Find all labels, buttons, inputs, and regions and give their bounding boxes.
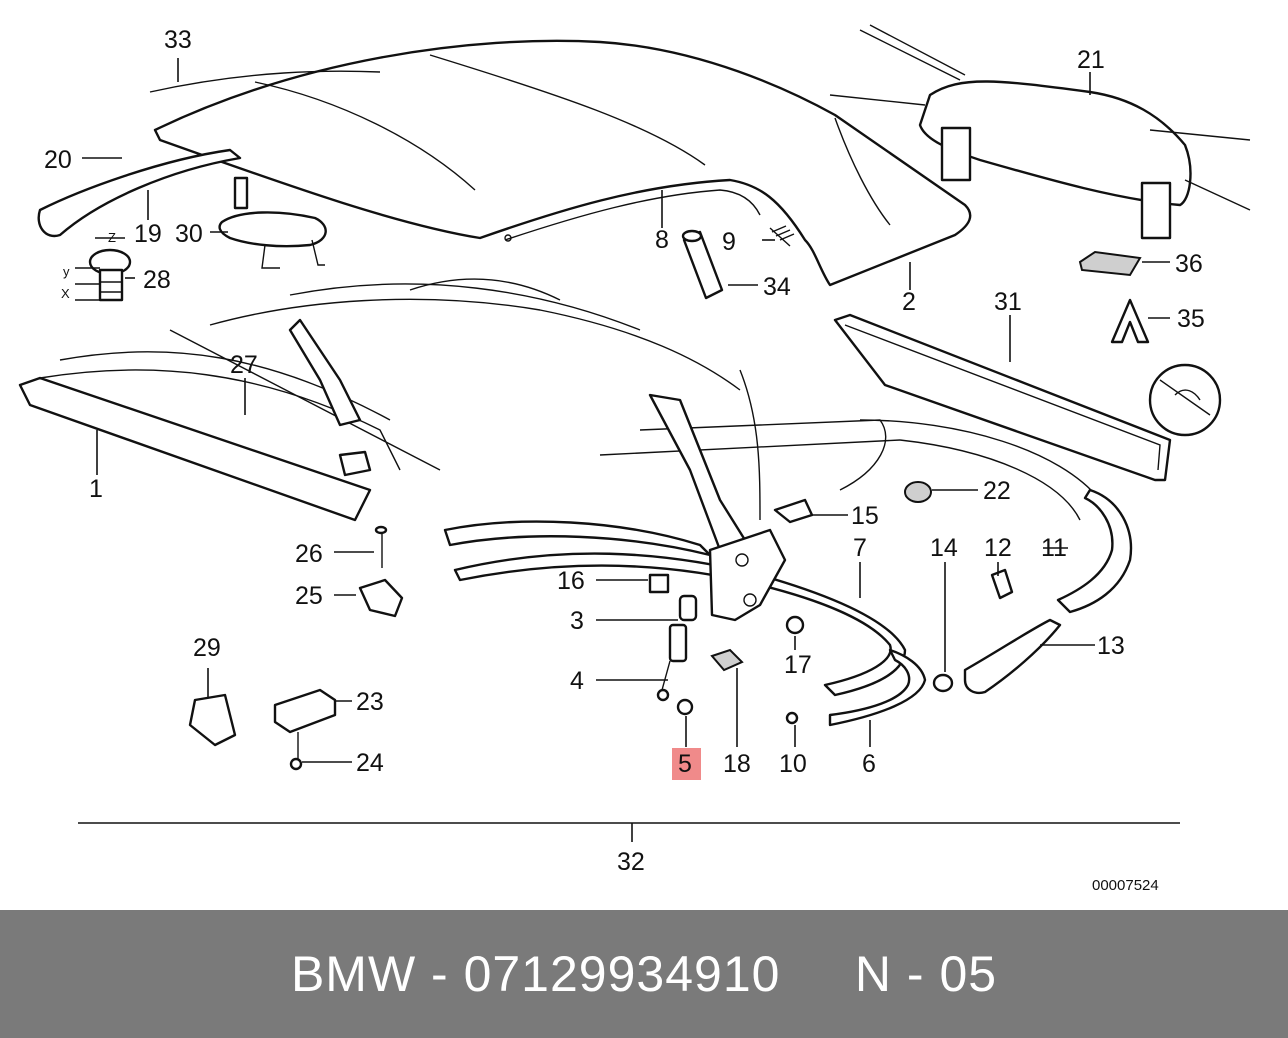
cover-30 xyxy=(218,176,327,269)
leader-lines xyxy=(78,58,1180,842)
cap-14 xyxy=(932,673,954,693)
callout-13: 13 xyxy=(1097,632,1125,660)
callout-30: 30 xyxy=(175,220,203,248)
callout-32-total: 32 xyxy=(617,848,645,876)
footer-bar: BMW - 07129934910 N - 05 xyxy=(0,910,1288,1038)
callout-36: 36 xyxy=(1175,250,1203,278)
callout-25: 25 xyxy=(295,582,323,610)
buffer-3 xyxy=(678,594,698,622)
callout-17: 17 xyxy=(784,651,812,679)
callout-11: 11 xyxy=(1041,534,1067,562)
callout-27: 27 xyxy=(230,351,258,379)
roof-frame xyxy=(18,278,1101,552)
seal-19 xyxy=(37,148,242,238)
part-number-caption: BMW - 07129934910 N - 05 xyxy=(290,946,998,1002)
callout-29: 29 xyxy=(193,634,221,662)
callout-15: 15 xyxy=(851,502,879,530)
callout-26: 26 xyxy=(295,540,323,568)
callout-5: 5 xyxy=(678,750,692,778)
callout-18: 18 xyxy=(723,750,751,778)
hardtop-shell xyxy=(149,39,972,287)
callout-12: 12 xyxy=(984,534,1012,562)
callout-33: 33 xyxy=(164,26,192,54)
axis-label-x: X xyxy=(61,286,70,301)
nut-5 xyxy=(676,698,694,716)
callout-16: 16 xyxy=(557,567,585,595)
hinge-bracket xyxy=(708,498,814,622)
pad-36 xyxy=(1078,250,1142,277)
callout-34: 34 xyxy=(763,273,791,301)
drawing-code: 00007524 xyxy=(1092,877,1159,894)
axis-legend: Z y X xyxy=(61,230,125,301)
rear-window-panel xyxy=(829,24,1251,240)
seal-11 xyxy=(1056,488,1133,614)
latch-23 xyxy=(273,688,337,771)
callout-35: 35 xyxy=(1177,305,1205,333)
seal-7 xyxy=(443,520,907,697)
nut-17 xyxy=(785,615,805,635)
callout-6: 6 xyxy=(862,750,876,778)
callout-28: 28 xyxy=(143,266,171,294)
clip-16 xyxy=(648,573,670,594)
plug-22 xyxy=(904,481,932,503)
callout-1: 1 xyxy=(89,475,103,503)
pad-18 xyxy=(710,648,744,672)
parts-diagram: Z y X xyxy=(18,24,1251,894)
bracket-29 xyxy=(188,693,237,747)
axis-label-y: y xyxy=(63,264,70,279)
callout-9: 9 xyxy=(722,228,736,256)
spring-9 xyxy=(769,225,795,247)
sleeve-34 xyxy=(681,229,724,300)
axis-label-z: Z xyxy=(108,230,116,245)
callout-3: 3 xyxy=(570,607,584,635)
callout-19: 19 xyxy=(134,220,162,248)
callout-21: 21 xyxy=(1077,46,1105,74)
callout-22: 22 xyxy=(983,477,1011,505)
seal-6 xyxy=(828,648,927,727)
seal-13 xyxy=(963,618,1062,694)
callout-23: 23 xyxy=(356,688,384,716)
callout-20: 20 xyxy=(44,146,72,174)
wedge-35 xyxy=(1110,298,1150,344)
washer-10 xyxy=(785,711,799,725)
knob-28 xyxy=(88,248,132,302)
callout-24: 24 xyxy=(356,749,384,777)
rear-window-31 xyxy=(833,313,1222,482)
bracket-25 xyxy=(358,578,404,618)
callout-14: 14 xyxy=(930,534,958,562)
strut-4 xyxy=(656,623,688,702)
screw-26 xyxy=(374,525,388,568)
callout-10: 10 xyxy=(779,750,807,778)
highlight-box xyxy=(672,748,701,780)
clip-12 xyxy=(990,568,1014,600)
callouts: 33 21 20 19 30 8 9 28 34 36 2 31 35 27 1… xyxy=(44,26,1205,894)
callout-2: 2 xyxy=(902,288,916,316)
callout-8: 8 xyxy=(655,226,669,254)
callout-7: 7 xyxy=(853,534,867,562)
callout-4: 4 xyxy=(570,667,584,695)
callout-31: 31 xyxy=(994,288,1022,316)
